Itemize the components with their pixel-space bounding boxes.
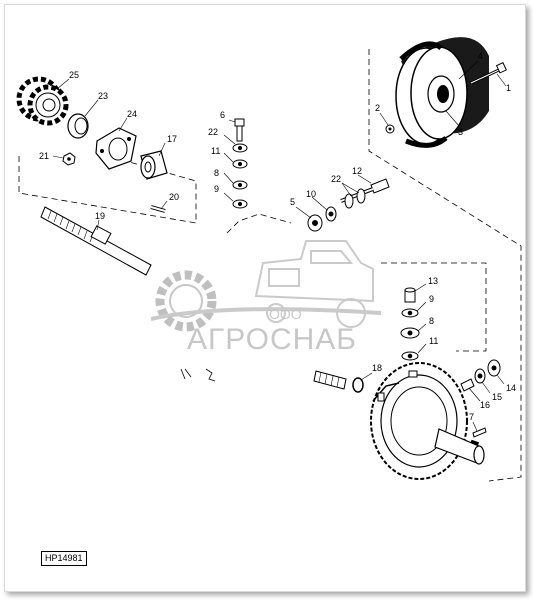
bolt-group-line xyxy=(226,213,292,234)
callout-18: 18 xyxy=(372,363,382,373)
hardware-group-line xyxy=(381,262,487,352)
nut-21 xyxy=(62,152,76,166)
callout-6: 6 xyxy=(220,110,225,120)
exploded-parts-diagram: ООО АГРОСНАБ xyxy=(16,37,522,482)
washer-stack-left xyxy=(232,143,248,209)
callout-22-left: 22 xyxy=(208,127,218,137)
callout-8-right: 8 xyxy=(429,316,434,326)
drive-sprocket xyxy=(16,76,69,126)
callout-11-right: 11 xyxy=(429,336,438,346)
callout-25: 25 xyxy=(69,70,79,80)
callout-4: 4 xyxy=(478,51,483,61)
assembly-group-lines xyxy=(18,49,522,482)
shaft-hardware-right xyxy=(460,359,501,438)
watermark-combine-harvester-icon xyxy=(254,240,374,328)
diagram-frame: ООО АГРОСНАБ xyxy=(4,4,526,592)
callout-19: 19 xyxy=(95,211,105,221)
callout-15: 15 xyxy=(492,392,502,402)
watermark-gear-icon xyxy=(155,270,217,332)
callout-9-left: 9 xyxy=(214,184,219,194)
watermark-logo: ООО АГРОСНАБ xyxy=(150,240,382,356)
pulley-bolt xyxy=(470,62,507,85)
callout-labels: 1 2 3 4 5 6 7 8 8 9 9 10 11 11 12 13 14 … xyxy=(39,51,516,422)
o-ring-18 xyxy=(352,377,364,393)
callout-24: 24 xyxy=(127,109,137,119)
pulley-nut xyxy=(385,124,395,134)
bolt-6 xyxy=(234,118,245,142)
pulley-bore xyxy=(437,85,449,103)
callout-8-left: 8 xyxy=(214,168,219,178)
callout-14: 14 xyxy=(506,383,516,393)
bearing-flange-24 xyxy=(95,127,137,170)
small-parts-fragment xyxy=(180,368,216,382)
collar-17 xyxy=(140,150,168,180)
bearing-23 xyxy=(67,113,89,139)
gearbox-output-shaft xyxy=(434,428,485,465)
callout-10: 10 xyxy=(306,189,316,199)
callout-22-right: 22 xyxy=(331,174,341,184)
callout-11-left: 11 xyxy=(211,146,220,156)
input-shaft-stub xyxy=(313,370,347,390)
callout-13: 13 xyxy=(428,276,438,286)
callout-17: 17 xyxy=(167,134,177,144)
leader-lines xyxy=(52,60,507,432)
bolt-20 xyxy=(150,205,166,213)
callout-16: 16 xyxy=(480,400,490,410)
callout-7: 7 xyxy=(469,412,474,422)
callout-1: 1 xyxy=(506,83,511,93)
hardware-stack-right xyxy=(400,287,420,361)
splined-shaft xyxy=(40,206,152,276)
belt-pulley-assembly xyxy=(385,37,507,148)
callout-9-right: 9 xyxy=(429,294,434,304)
callout-5: 5 xyxy=(290,197,295,207)
shaft-group-line xyxy=(18,156,197,224)
callout-23: 23 xyxy=(98,91,108,101)
callout-21: 21 xyxy=(39,151,49,161)
watermark-company-name: АГРОСНАБ xyxy=(187,323,357,356)
figure-id-label: HP14981 xyxy=(41,551,87,566)
pulley-group-line xyxy=(368,49,522,482)
callout-3: 3 xyxy=(458,127,463,137)
gearbox-housing xyxy=(370,362,485,480)
callout-12: 12 xyxy=(352,166,362,176)
callout-20: 20 xyxy=(169,192,179,202)
bolt-12-assembly xyxy=(307,178,390,232)
watermark-prefix: ООО xyxy=(269,306,302,322)
watermark-swoosh xyxy=(150,307,382,321)
callout-2: 2 xyxy=(375,103,380,113)
